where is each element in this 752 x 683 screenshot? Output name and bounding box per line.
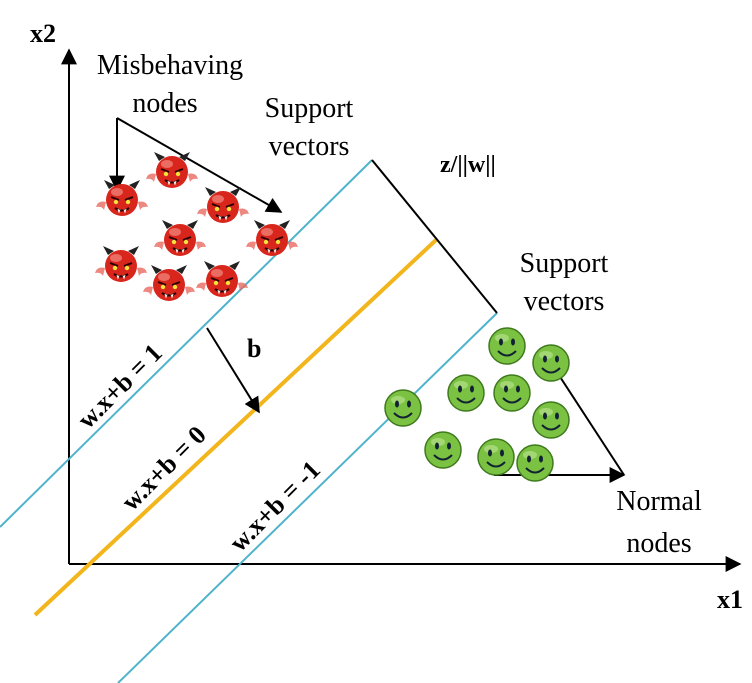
bias-label: b — [247, 334, 261, 363]
normal-pointer-diagonal — [550, 362, 625, 476]
hyperplane-negative-label: w.x+b = -1 — [224, 455, 326, 557]
support-vectors-bottom-line2: vectors — [524, 286, 605, 317]
margin-bracket — [371, 159, 498, 314]
support-vectors-top-line1: Support — [265, 93, 354, 124]
hyperplane-positive — [0, 159, 373, 528]
hyperplane-positive-label: w.x+b = 1 — [72, 338, 168, 434]
devil-face-icon — [94, 245, 148, 283]
hyperplane-zero — [33, 238, 438, 617]
normal-label-line1: Normal — [616, 486, 702, 517]
smiley-face-icon — [532, 344, 570, 382]
devil-face-icon — [196, 186, 250, 224]
devil-face-icon — [153, 219, 207, 257]
x-axis-label: x1 — [717, 585, 743, 614]
smiley-face-icon — [493, 374, 531, 412]
smiley-face-icon — [532, 401, 570, 439]
smiley-face-icon — [516, 444, 554, 482]
smiley-face-icon — [447, 374, 485, 412]
smiley-face-icon — [384, 389, 422, 427]
devil-face-icon — [145, 151, 199, 189]
margin-label: z/||w|| — [440, 152, 496, 178]
devil-face-icon — [95, 179, 149, 217]
misbehaving-label-line2: nodes — [132, 88, 197, 119]
smiley-face-icon — [424, 431, 462, 469]
hyperplane-zero-label: w.x+b = 0 — [116, 420, 212, 516]
smiley-face-icon — [488, 327, 526, 365]
devil-face-icon — [195, 260, 249, 298]
support-vectors-bottom-line1: Support — [520, 248, 609, 279]
devil-face-icon — [245, 219, 299, 257]
normal-label-line2: nodes — [626, 528, 691, 559]
hyperplane-negative — [117, 312, 498, 683]
y-axis-label: x2 — [30, 19, 56, 48]
bias-arrow — [206, 327, 260, 414]
devil-face-icon — [142, 264, 196, 302]
misbehaving-nodes — [94, 151, 299, 302]
smiley-face-icon — [477, 438, 515, 476]
misbehaving-pointer-diagonal — [116, 117, 283, 213]
misbehaving-label-line1: Misbehaving — [97, 50, 243, 81]
normal-nodes — [384, 327, 570, 482]
support-vectors-top-line2: vectors — [269, 131, 350, 162]
